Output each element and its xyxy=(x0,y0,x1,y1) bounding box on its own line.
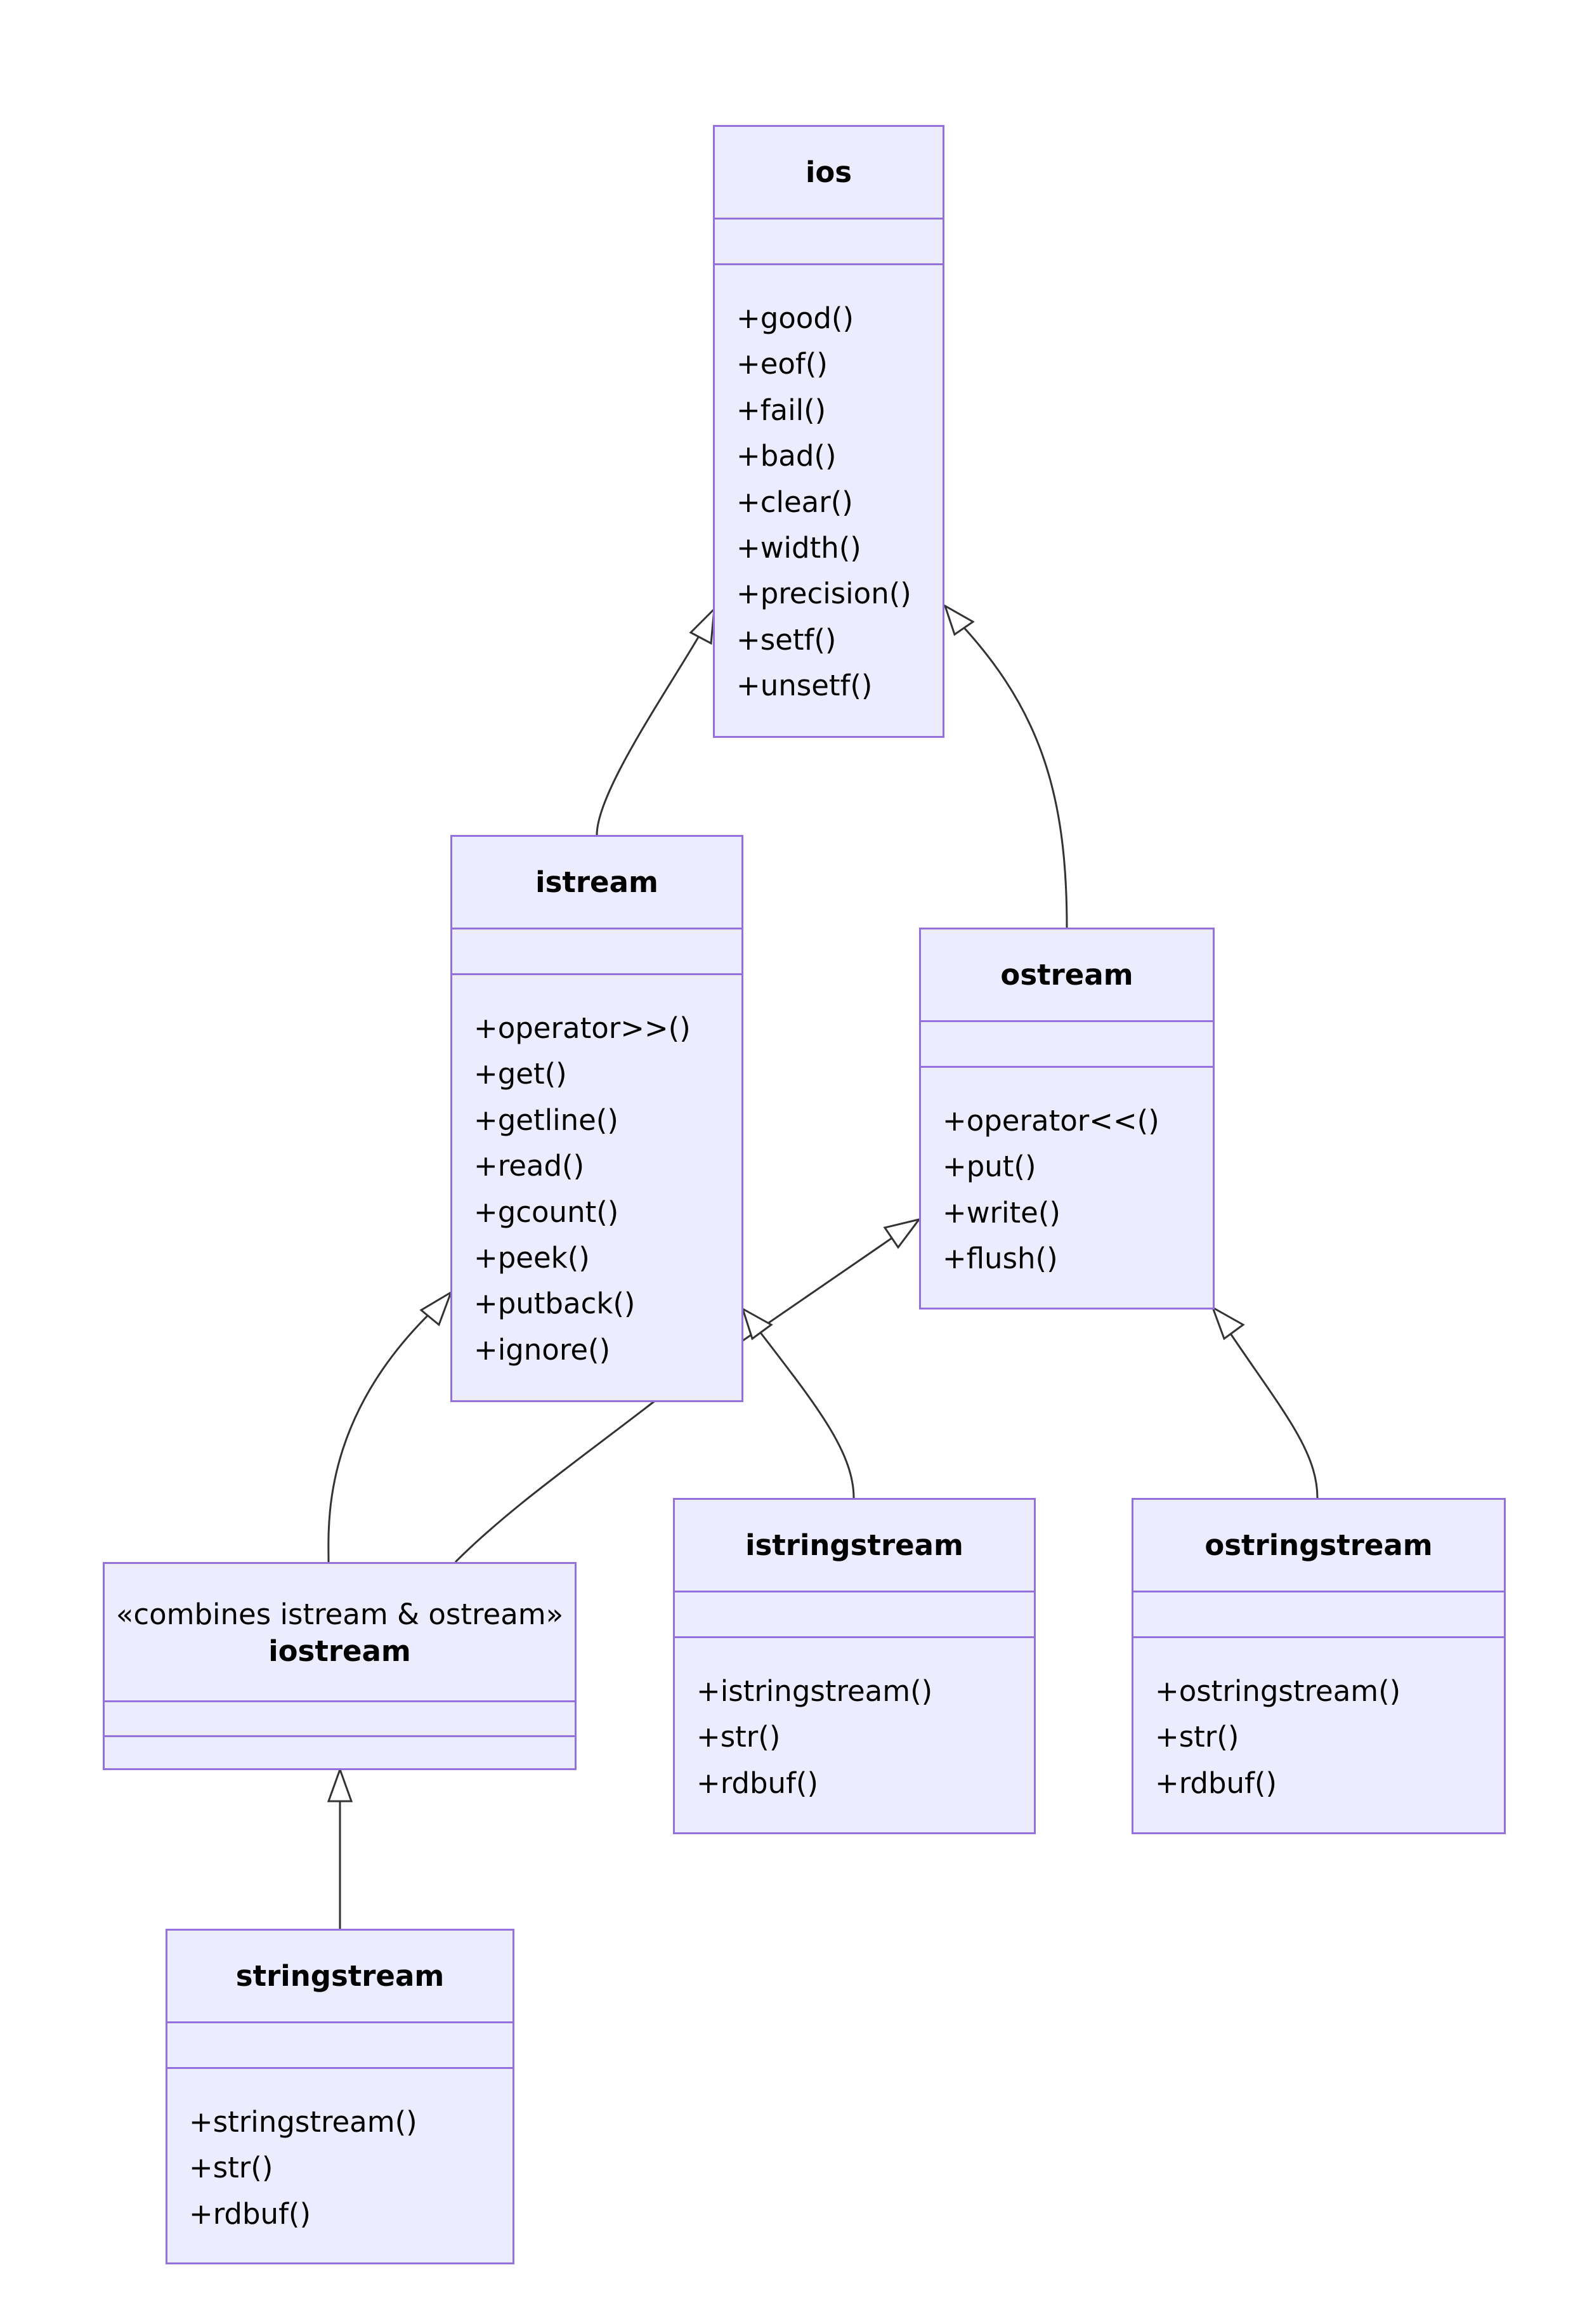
class-header: ostream xyxy=(921,929,1213,1022)
attributes-section xyxy=(675,1592,1034,1638)
edge-iostream-ostream xyxy=(454,1219,918,1563)
inheritance-arrowhead xyxy=(327,1766,353,1802)
class-stereotype: «combines istream & ostream» xyxy=(115,1597,564,1631)
inheritance-arrowhead xyxy=(419,1290,453,1327)
inheritance-arrowhead xyxy=(943,603,975,636)
method: +width() xyxy=(736,531,861,565)
inheritance-arrowhead xyxy=(1211,1305,1245,1341)
method: +read() xyxy=(474,1149,585,1183)
methods-section: +istringstream() +str() +rdbuf() xyxy=(675,1638,1034,1806)
class-name: istream xyxy=(535,865,658,899)
method: +eof() xyxy=(736,347,828,381)
method: +getline() xyxy=(474,1103,618,1137)
method: +bad() xyxy=(736,439,837,473)
attributes-section xyxy=(452,929,741,975)
method: +stringstream() xyxy=(189,2105,417,2139)
method: +clear() xyxy=(736,485,853,519)
method: +precision() xyxy=(736,577,911,611)
class-header: istringstream xyxy=(675,1500,1034,1592)
class-ostream: ostream +operator<<() +put() +write() +f… xyxy=(919,928,1215,1310)
class-istringstream: istringstream +istringstream() +str() +r… xyxy=(673,1498,1036,1834)
class-name: ostream xyxy=(1000,957,1133,992)
method: +operator<<() xyxy=(943,1104,1159,1138)
method: +rdbuf() xyxy=(189,2196,311,2231)
method: +operator>>() xyxy=(474,1011,691,1045)
class-istream: istream +operator>>() +get() +getline() … xyxy=(450,835,743,1402)
class-stringstream: stringstream +stringstream() +str() +rdb… xyxy=(166,1929,514,2264)
class-name: ios xyxy=(805,155,852,189)
edge-istringstream-istream xyxy=(742,1310,855,1499)
attributes-section xyxy=(715,220,943,265)
class-ostringstream: ostringstream +ostringstream() +str() +r… xyxy=(1132,1498,1506,1834)
methods-section: +ostringstream() +str() +rdbuf() xyxy=(1133,1638,1504,1806)
method: +write() xyxy=(943,1195,1061,1230)
class-header: stringstream xyxy=(167,1931,512,2023)
method: +ignore() xyxy=(474,1332,611,1367)
method: +flush() xyxy=(943,1242,1058,1276)
attributes-section xyxy=(921,1022,1213,1068)
attributes-section xyxy=(1133,1592,1504,1638)
inheritance-arrowhead xyxy=(741,1306,773,1341)
edge-ostream-ios xyxy=(947,610,1068,928)
class-name: stringstream xyxy=(235,1959,445,1993)
method: +ostringstream() xyxy=(1155,1674,1401,1708)
class-header: ios xyxy=(715,127,943,220)
method: +rdbuf() xyxy=(696,1766,819,1800)
methods-section: +operator>>() +get() +getline() +read() … xyxy=(452,975,741,1373)
method: +rdbuf() xyxy=(1155,1766,1277,1800)
attributes-section xyxy=(105,1702,575,1737)
method: +str() xyxy=(1155,1720,1239,1754)
method: +get() xyxy=(474,1057,567,1091)
class-header: «combines istream & ostream» iostream xyxy=(105,1564,575,1702)
edge-iostream-istream xyxy=(327,1293,451,1563)
edge-istream-ios xyxy=(596,610,714,836)
class-header: istream xyxy=(452,837,741,929)
method: +fail() xyxy=(736,393,826,427)
inheritance-arrowhead xyxy=(883,1218,922,1249)
method: +putback() xyxy=(474,1287,636,1321)
method: +good() xyxy=(736,301,854,335)
method: +istringstream() xyxy=(696,1674,933,1708)
method: +str() xyxy=(696,1720,781,1754)
attributes-section xyxy=(167,2023,512,2069)
method: +gcount() xyxy=(474,1195,619,1229)
class-name: ostringstream xyxy=(1204,1528,1433,1562)
class-ios: ios +good() +eof() +fail() +bad() +clear… xyxy=(713,125,944,738)
methods-section: +operator<<() +put() +write() +flush() xyxy=(921,1068,1213,1282)
method: +peek() xyxy=(474,1241,590,1275)
edge-ostringstream-ostream xyxy=(1213,1308,1319,1499)
method: +setf() xyxy=(736,622,837,657)
class-header: ostringstream xyxy=(1133,1500,1504,1592)
class-iostream: «combines istream & ostream» iostream xyxy=(103,1562,577,1770)
method: +put() xyxy=(943,1150,1036,1184)
methods-section: +good() +eof() +fail() +bad() +clear() +… xyxy=(715,265,943,709)
methods-section: +stringstream() +str() +rdbuf() xyxy=(167,2069,512,2237)
method: +unsetf() xyxy=(736,669,873,703)
inheritance-arrowhead xyxy=(689,607,715,645)
method: +str() xyxy=(189,2151,273,2185)
class-name: iostream xyxy=(268,1634,411,1668)
class-name: istringstream xyxy=(745,1528,963,1562)
